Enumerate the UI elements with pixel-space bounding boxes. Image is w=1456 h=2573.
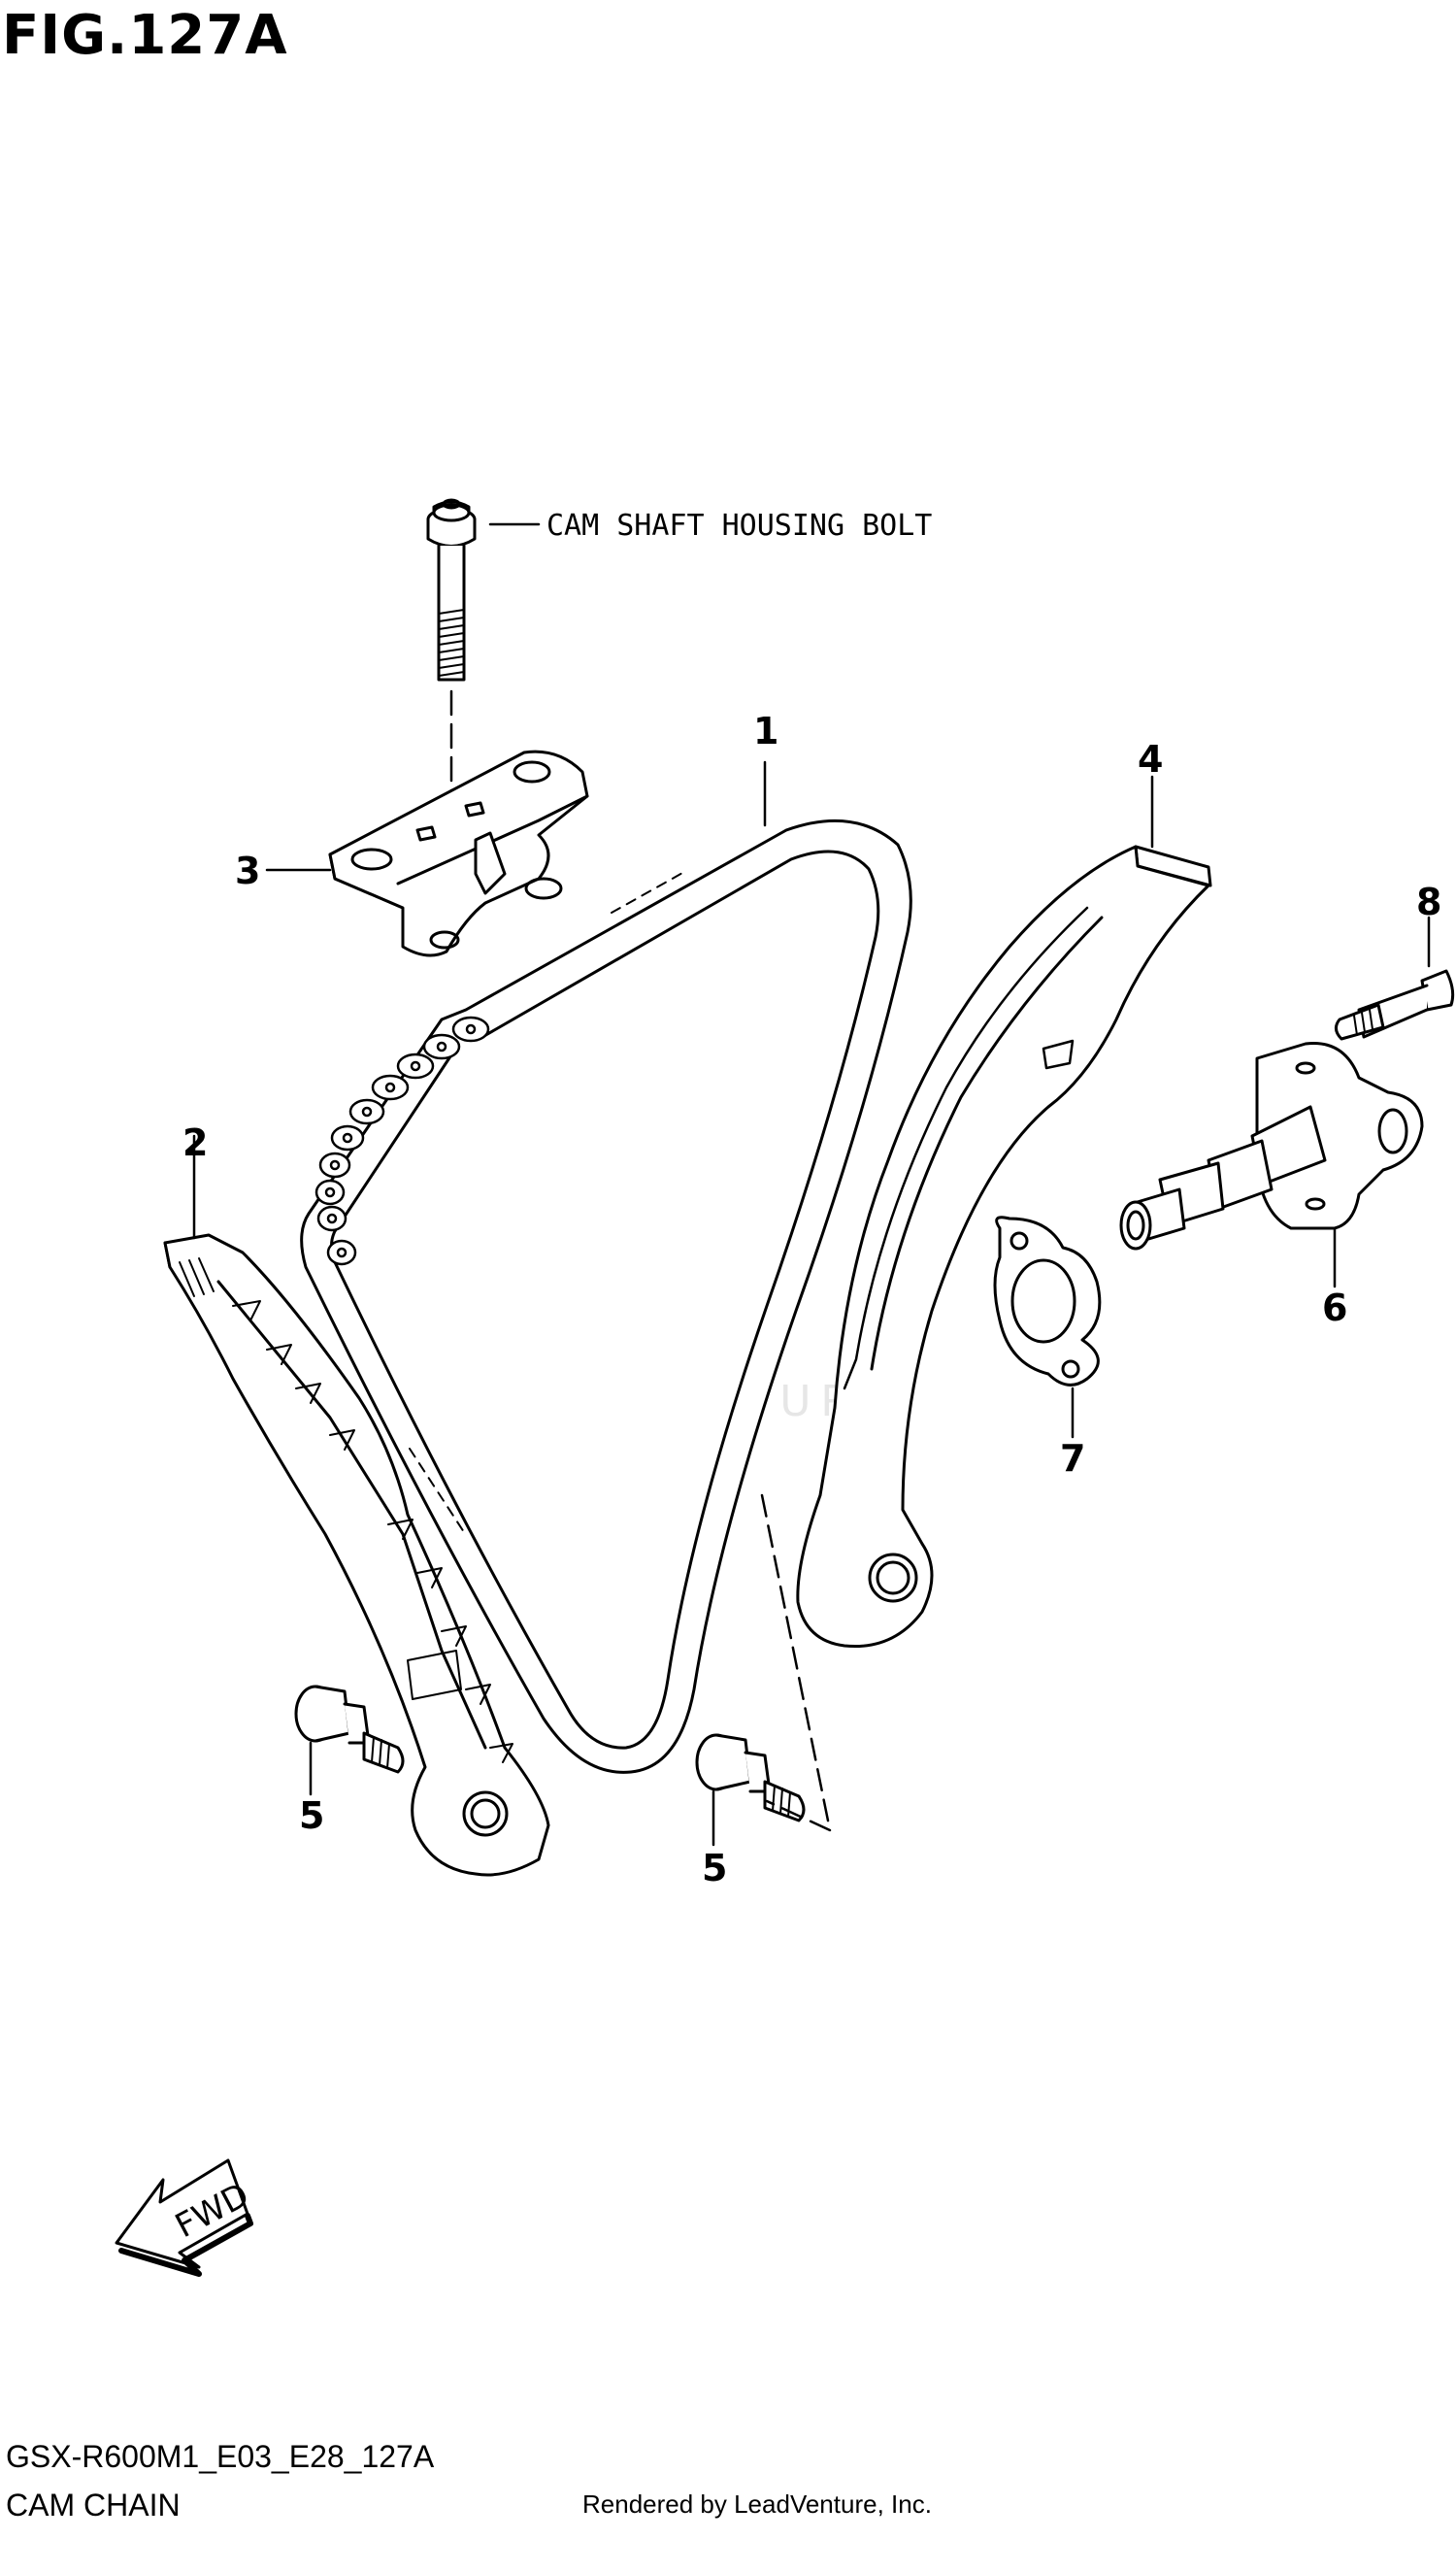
cam-shaft-housing-bolt-drawing[interactable] <box>426 498 477 910</box>
part-8-drawing[interactable] <box>1335 916 1455 1041</box>
part-7-drawing[interactable] <box>993 1216 1102 1439</box>
part-2-drawing[interactable] <box>163 1134 550 1877</box>
part-label-3: 3 <box>235 850 260 892</box>
part-6-drawing[interactable] <box>1119 1041 1424 1288</box>
part-label-2: 2 <box>182 1121 208 1164</box>
part-1-drawing[interactable] <box>300 760 912 1774</box>
part-label-6: 6 <box>1322 1286 1347 1329</box>
fwd-arrow: FWD <box>115 2158 255 2277</box>
part-3-drawing[interactable] <box>328 750 589 957</box>
part-label-1: 1 <box>753 710 778 752</box>
part-label-4: 4 <box>1138 738 1163 781</box>
part-label-5b: 5 <box>702 1847 727 1889</box>
diagram-name: CAM CHAIN <box>6 2488 181 2523</box>
pivot-guide-lines <box>760 1493 832 1832</box>
part-label-5a: 5 <box>299 1794 324 1837</box>
part-4-drawing[interactable] <box>796 775 1212 1649</box>
part-5a-drawing[interactable] <box>294 1685 405 1796</box>
bolt-callout-label: CAM SHAFT HOUSING BOLT <box>546 509 932 543</box>
render-credit: Rendered by LeadVenture, Inc. <box>582 2489 932 2519</box>
diagram-code: GSX-R600M1_E03_E28_127A <box>6 2439 435 2474</box>
part-5b-drawing[interactable] <box>695 1733 806 1847</box>
part-label-8: 8 <box>1416 881 1441 923</box>
figure-title: FIG.127A <box>2 4 288 67</box>
part-label-7: 7 <box>1060 1437 1085 1480</box>
